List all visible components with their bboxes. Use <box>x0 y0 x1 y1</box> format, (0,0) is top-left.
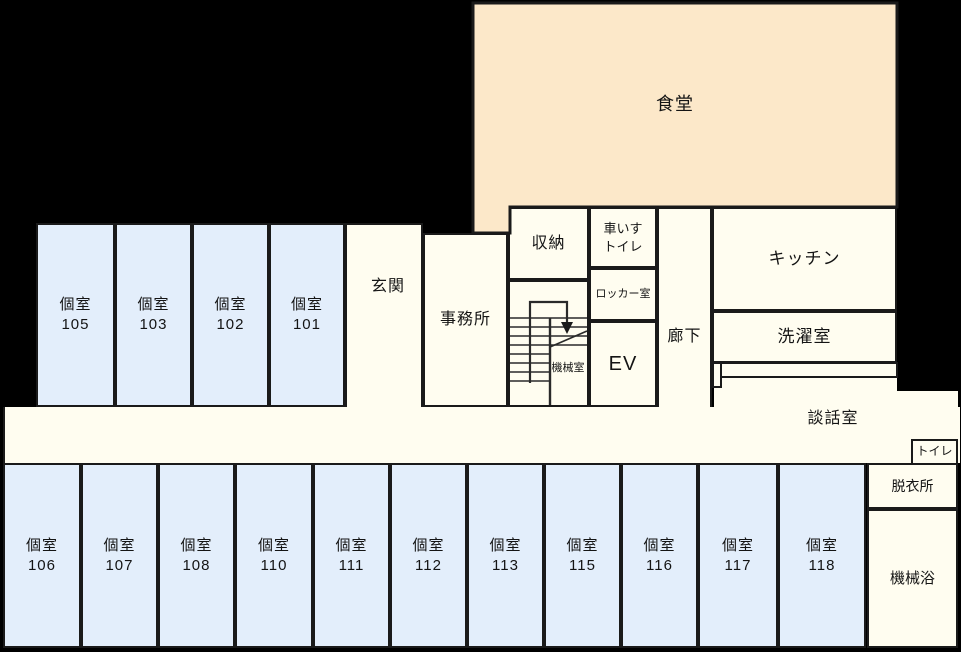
room-label: 個室 108 <box>180 536 213 574</box>
lounge-label-box: 談話室 <box>768 404 898 434</box>
dining-hall-label-box: 食堂 <box>473 3 877 207</box>
room-locker: ロッカー室 <box>589 268 657 321</box>
hallway-floor <box>3 407 960 463</box>
dining-hall-label: 食堂 <box>656 94 694 115</box>
elevator-label: EV <box>608 352 638 375</box>
room-label: 個室 103 <box>137 296 170 333</box>
changing-room-label: 脱衣所 <box>891 477 934 494</box>
toilet-label: トイレ <box>916 444 953 459</box>
office-label: 事務所 <box>439 311 491 329</box>
room-private-110: 個室 110 <box>235 463 313 648</box>
room-wheelchair-toilet: 車いす トイレ <box>589 207 657 268</box>
room-label: 個室 115 <box>566 536 599 574</box>
room-mechanical-bath: 機械浴 <box>867 509 958 648</box>
room-private-103: 個室 103 <box>115 223 192 407</box>
room-label: 個室 117 <box>721 536 754 574</box>
room-label: 個室 102 <box>214 296 247 333</box>
room-entrance: 玄関 <box>345 223 423 407</box>
room-private-116: 個室 116 <box>621 463 698 648</box>
room-private-115: 個室 115 <box>544 463 621 648</box>
room-kitchen: キッチン <box>712 207 897 311</box>
room-label: 個室 107 <box>103 536 136 574</box>
room-label: 個室 112 <box>412 536 445 574</box>
room-office: 事務所 <box>423 233 508 407</box>
room-private-101: 個室 101 <box>269 223 345 407</box>
room-toilet: トイレ <box>911 439 958 465</box>
room-private-102: 個室 102 <box>192 223 269 407</box>
storage-label: 収納 <box>531 234 566 252</box>
room-laundry: 洗濯室 <box>712 311 897 363</box>
room-private-113: 個室 113 <box>467 463 544 648</box>
room-corridor: 廊下 <box>657 207 712 407</box>
room-private-117: 個室 117 <box>698 463 778 648</box>
kitchen-label: キッチン <box>768 248 841 268</box>
room-private-112: 個室 112 <box>390 463 467 648</box>
room-storage: 収納 <box>508 207 589 280</box>
room-private-111: 個室 111 <box>313 463 390 648</box>
room-elevator: EV <box>589 321 657 407</box>
room-private-105: 個室 105 <box>36 223 115 407</box>
room-private-106: 個室 106 <box>3 463 81 648</box>
room-private-107: 個室 107 <box>81 463 158 648</box>
room-staircase <box>508 280 589 407</box>
room-label: 個室 116 <box>643 536 676 574</box>
room-label: 個室 106 <box>25 536 58 574</box>
entrance-label: 玄関 <box>370 278 405 296</box>
room-label: 個室 110 <box>257 536 290 574</box>
machine-room-label: 機械室 <box>551 361 585 374</box>
laundry-label: 洗濯室 <box>777 326 832 346</box>
room-label: 個室 101 <box>290 296 323 333</box>
mechanical-bath-label: 機械浴 <box>889 569 935 587</box>
room-private-108: 個室 108 <box>158 463 235 648</box>
machine-room-label-box: 機械室 <box>547 359 589 377</box>
room-label: 個室 118 <box>805 536 838 574</box>
lounge-floor-corner <box>897 391 958 407</box>
lounge-floor-upper <box>714 363 897 407</box>
room-label: 個室 113 <box>489 536 522 574</box>
room-label: 個室 111 <box>335 536 368 574</box>
room-changing: 脱衣所 <box>867 463 958 509</box>
room-private-118: 個室 118 <box>778 463 866 648</box>
wheelchair-toilet-label: 車いす トイレ <box>603 221 643 254</box>
locker-label: ロッカー室 <box>595 288 651 301</box>
corridor-label: 廊下 <box>667 328 702 346</box>
room-label: 個室 105 <box>59 296 92 333</box>
lounge-label: 談話室 <box>807 410 859 428</box>
